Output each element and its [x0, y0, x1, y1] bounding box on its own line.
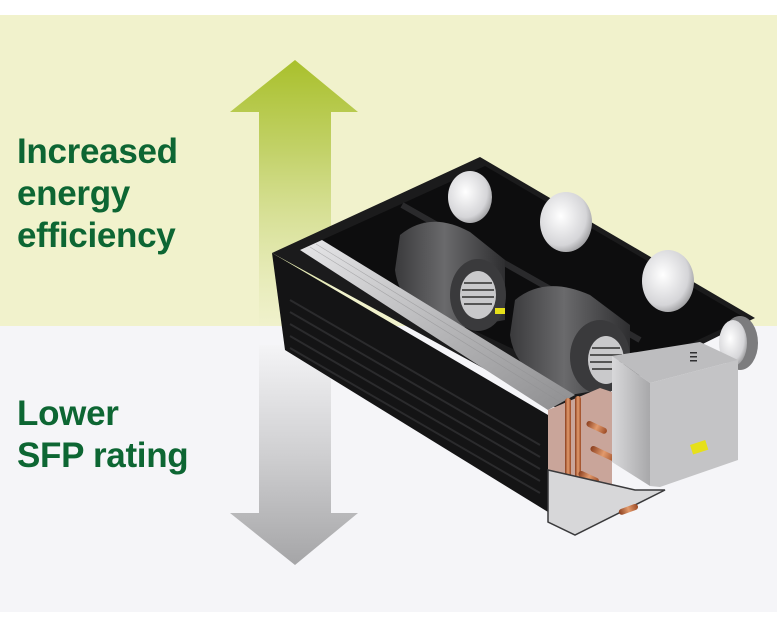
arrow-down-icon	[230, 345, 358, 565]
headline-line: Lower	[17, 394, 119, 433]
fan-left	[395, 221, 506, 331]
headline-line: Increased	[17, 132, 178, 171]
filter-grille	[289, 299, 541, 494]
duct-collar-icon	[448, 171, 492, 223]
headline-line: SFP rating	[17, 436, 189, 475]
drain-pipe	[618, 504, 639, 515]
warning-label	[690, 440, 709, 455]
headline-line: energy	[17, 174, 130, 213]
headline-line: efficiency	[17, 216, 176, 255]
duct-collar-icon	[642, 250, 694, 312]
unit-interior	[300, 166, 745, 388]
sfp-rating-headline: Lower SFP rating	[17, 393, 189, 477]
heat-exchanger-fins	[300, 240, 575, 410]
electrical-box	[612, 342, 738, 487]
copper-pipes	[565, 396, 617, 498]
energy-efficiency-headline: Increased energy efficiency	[17, 131, 178, 257]
duct-collar-icon	[540, 192, 592, 252]
